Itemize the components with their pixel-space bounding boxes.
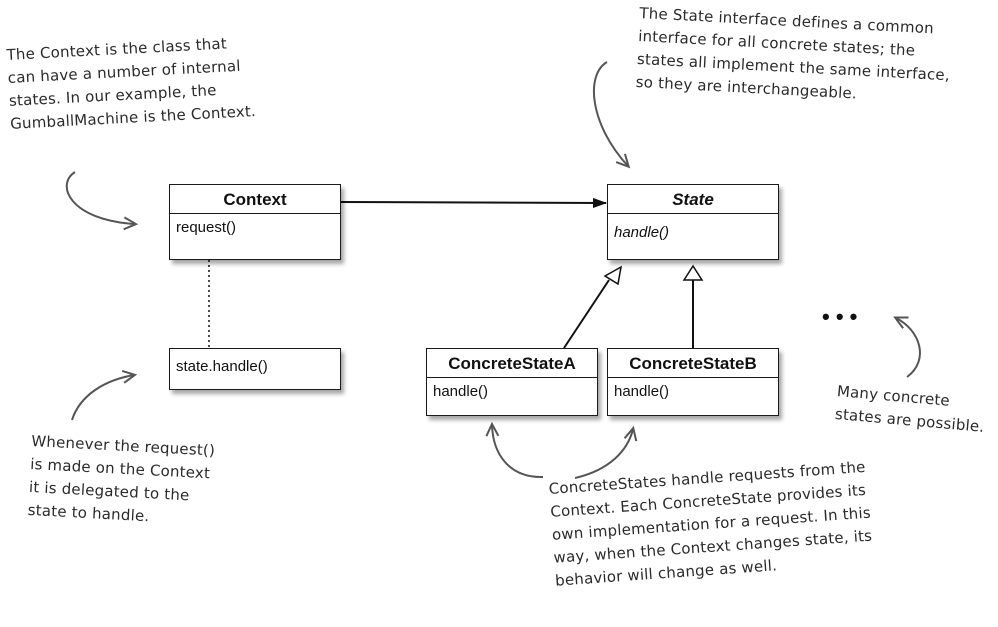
state-interface-name: State [608, 185, 778, 214]
inheritance-line-a [563, 279, 610, 349]
state-interface: State handle() [607, 184, 779, 260]
pointer-arrow-many [893, 316, 921, 378]
concrete-state-a-method: handle() [433, 383, 489, 400]
concrete-state-a-name: ConcreteStateA [427, 349, 597, 378]
delegate-note-text: state.handle() [176, 358, 268, 375]
context-class: Context request() [169, 184, 341, 260]
delegate-note: state.handle() [169, 348, 341, 390]
concrete-state-b: ConcreteStateB handle() [607, 348, 779, 416]
association-arrow [340, 197, 607, 208]
state-handle-method: handle() [614, 224, 670, 241]
annotation-context: The Context is the class that can have a… [6, 34, 257, 133]
concrete-state-b-name: ConcreteStateB [608, 349, 778, 378]
pointer-arrow-concrete-b [574, 425, 638, 479]
concrete-state-a: ConcreteStateA handle() [426, 348, 598, 416]
annotation-concrete: ConcreteStates handle requests from the … [548, 457, 873, 590]
inheritance-triangle-b [682, 264, 704, 281]
pointer-arrow-request [71, 370, 138, 421]
pointer-arrow-concrete-a [485, 421, 544, 479]
ellipsis: • • • [822, 304, 858, 329]
pointer-arrow-context [65, 171, 139, 231]
annotation-request: Whenever the request() is made on the Co… [27, 431, 216, 526]
annotation-state: The State interface defines a common int… [635, 3, 951, 103]
context-class-name: Context [170, 185, 340, 214]
context-request-method: request() [176, 219, 237, 236]
pointer-arrow-state [592, 61, 631, 169]
inheritance-triangle-a [603, 265, 623, 286]
concrete-state-b-method: handle() [614, 383, 670, 400]
